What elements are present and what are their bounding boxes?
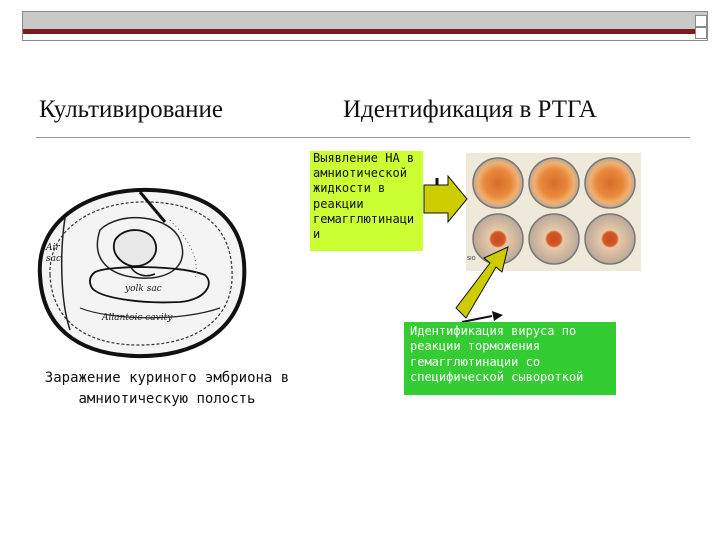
air-sac-boundary xyxy=(61,217,71,331)
virus-identification-box xyxy=(404,322,616,395)
plate-well xyxy=(584,157,636,209)
heading-identification: Идентификация в РТГА xyxy=(343,96,597,123)
amniotic-membrane xyxy=(96,217,184,279)
ha-line: Выявление НА в xyxy=(313,151,415,165)
ha-line: реакции xyxy=(313,196,364,211)
egg-embryo-diagram: Air sac yolk sac Allantoic cavity xyxy=(37,187,247,359)
heading-divider xyxy=(36,137,690,138)
embryo xyxy=(112,229,158,267)
plate-well xyxy=(528,157,580,209)
embryo-limb xyxy=(129,265,156,277)
right-arrow-icon xyxy=(423,174,468,224)
top-bar-fill xyxy=(23,12,707,29)
egg-shell-inner xyxy=(49,201,233,346)
plate-well xyxy=(528,213,580,265)
ha-detection-box xyxy=(310,151,423,251)
top-bar-square-lower xyxy=(695,27,707,39)
ha-line: жидкости в xyxy=(313,181,386,196)
air-sac-label-line2: sac xyxy=(46,254,61,264)
hemagglutination-plate-photo: SIO xyxy=(466,153,641,271)
yolk-sac-label: yolk sac xyxy=(124,284,162,294)
diagonal-arrow-icon xyxy=(455,246,509,319)
plate-wells: SIO xyxy=(467,157,636,265)
allantoic-cavity-label: Allantoic cavity xyxy=(101,313,173,323)
identification-line: специфической сывороткой xyxy=(410,370,584,385)
caption-line: амниотическую полость xyxy=(78,391,256,407)
plate-well xyxy=(584,213,636,265)
egg-infection-caption: Заражение куриного эмбриона в амниотичес… xyxy=(27,368,307,410)
top-bar-stripe xyxy=(23,29,707,34)
injection-needle xyxy=(138,191,167,223)
plate-well xyxy=(472,157,524,209)
identification-line: реакции торможения xyxy=(410,339,541,354)
virus-identification-text: Идентификация вируса по реакции торможен… xyxy=(410,324,615,386)
pointer-line xyxy=(461,315,493,323)
identification-line: гемагглютинации со xyxy=(410,354,541,369)
ha-line: амниотической xyxy=(313,166,407,181)
pointer-arrowhead-icon xyxy=(492,311,503,321)
ha-line: гемагглютинаци xyxy=(313,211,415,226)
top-bar-square-upper xyxy=(695,15,707,27)
heading-cultivation: Культивирование xyxy=(39,96,224,123)
caption-line: Заражение куриного эмбриона в xyxy=(44,370,290,386)
top-decoration-bar xyxy=(22,11,708,41)
air-sac-label-line1: Air xyxy=(45,243,60,253)
identification-line: Идентификация вируса по xyxy=(410,324,577,338)
allantoic-cavity xyxy=(79,307,221,319)
yolk-sac xyxy=(88,266,210,304)
ha-detection-text: Выявление НА в амниотической жидкости в … xyxy=(313,151,429,242)
plate-label: SIO xyxy=(467,256,476,262)
ha-line: и xyxy=(313,227,321,242)
